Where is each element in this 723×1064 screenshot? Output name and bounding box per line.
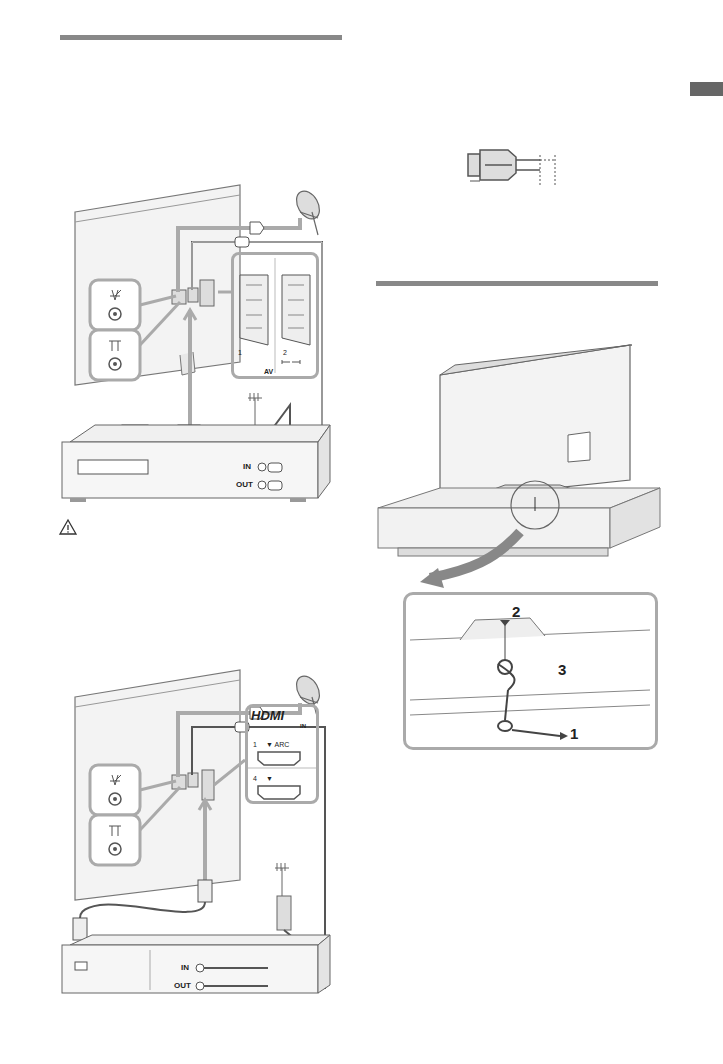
callout-number: 1 bbox=[570, 726, 578, 741]
port-label: 4 bbox=[253, 775, 257, 782]
port-label: ▼ ARC bbox=[266, 741, 289, 748]
detail-inset: 2 3 1 bbox=[403, 592, 658, 750]
port-label: OUT bbox=[236, 481, 253, 489]
set-top-box: IN OUT bbox=[62, 452, 255, 496]
port-label: IN bbox=[300, 723, 306, 729]
set-top-box: IN OUT bbox=[62, 950, 193, 992]
port-label: 1 bbox=[253, 741, 257, 748]
callout-number: 2 bbox=[512, 604, 520, 619]
port-label: 2 bbox=[283, 349, 287, 356]
port-label: AV bbox=[264, 368, 273, 375]
hdmi-panel: HDMI IN 1 ▼ ARC 4 ▼ bbox=[245, 704, 319, 804]
port-label: 1 bbox=[238, 349, 242, 356]
scart-panel: 1 2AV bbox=[231, 252, 319, 379]
callout-number: 3 bbox=[558, 662, 566, 677]
callout-number: HDMI bbox=[251, 709, 284, 722]
port-label: OUT bbox=[174, 982, 191, 990]
port-label: IN bbox=[243, 463, 251, 471]
port-label: IN bbox=[181, 964, 189, 972]
port-label: ▼ bbox=[266, 775, 273, 782]
